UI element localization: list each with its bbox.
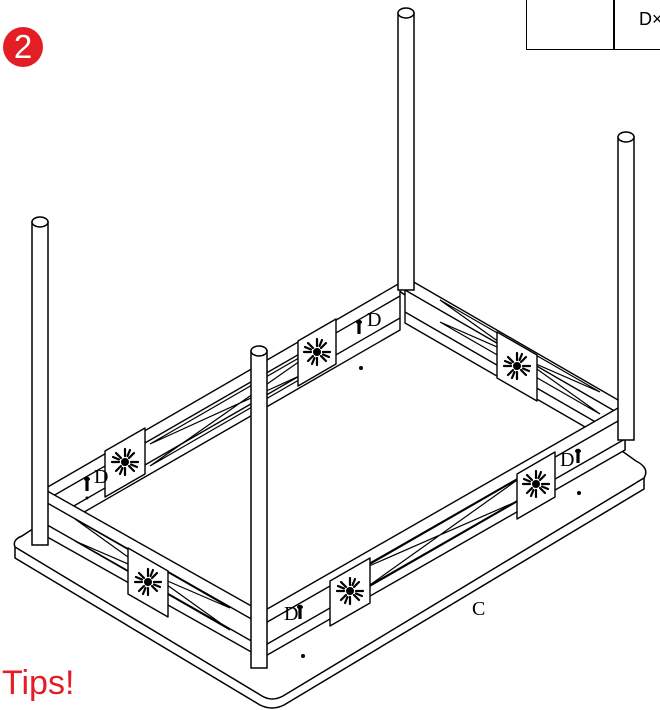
parts-quantity-label: D× xyxy=(639,9,660,29)
clip-rosette xyxy=(502,351,532,381)
screw-label-d: D xyxy=(560,449,574,471)
clip-rosette xyxy=(302,337,332,367)
board-label-c: C xyxy=(472,598,485,620)
clip-rosette xyxy=(521,469,551,499)
parts-divider xyxy=(613,0,615,49)
parts-callout-box: D× xyxy=(526,0,660,50)
clip-rosette xyxy=(110,447,140,477)
screw-label-d: D xyxy=(94,466,108,488)
leg-back-center xyxy=(397,7,415,291)
legs xyxy=(31,7,635,669)
screw-callouts: D D D D xyxy=(84,309,581,625)
screw-label-d: D xyxy=(284,603,298,625)
leg-back-right xyxy=(617,131,635,441)
pilot-holes xyxy=(85,366,581,658)
clip-rosette xyxy=(133,567,163,597)
step-number-badge: 2 xyxy=(3,27,43,67)
clip-rosette xyxy=(335,576,365,606)
apron-front-right xyxy=(261,403,626,659)
tips-heading: Tips! xyxy=(2,664,75,702)
leg-back-left xyxy=(31,216,49,546)
leg-front xyxy=(250,345,268,669)
screw-label-d: D xyxy=(367,309,381,331)
